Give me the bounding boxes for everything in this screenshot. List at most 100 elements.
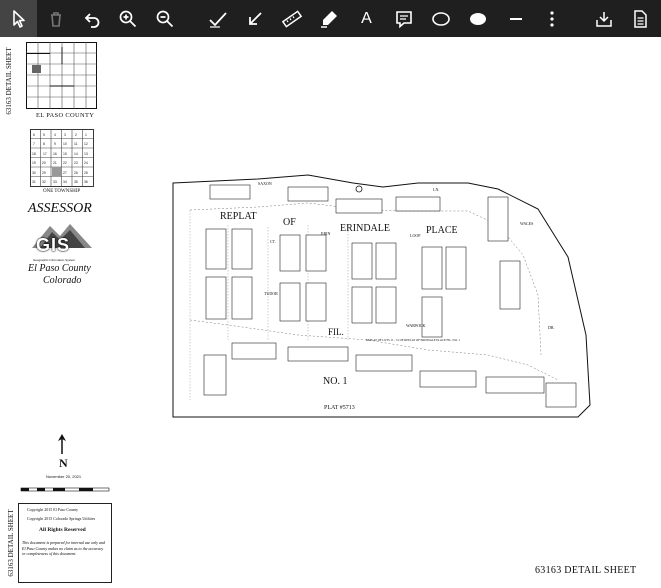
svg-text:30: 30	[32, 171, 36, 175]
ellipse-tool-button[interactable]	[422, 0, 459, 37]
replat-note: REPLAT OF LOTS 11 - 31 OF REPLAT OF ERIN…	[366, 338, 460, 342]
assessor-title: ASSESSOR	[28, 201, 92, 216]
state-name: Colorado	[43, 275, 82, 286]
undo-button[interactable]	[73, 0, 110, 37]
svg-text:31: 31	[32, 180, 36, 184]
annotation-toolbar: A	[0, 0, 661, 37]
export-button[interactable]	[585, 0, 622, 37]
benchmark-icon	[355, 185, 363, 193]
ellipse-filled-icon	[469, 12, 486, 25]
street-ct: CT.	[270, 239, 276, 244]
plat-title-word-2: OF	[283, 217, 296, 228]
svg-text:36: 36	[84, 180, 88, 184]
plat-title-word-4: PLACE	[426, 225, 458, 236]
line-tool-button[interactable]	[497, 0, 534, 37]
gis-logo-text: GIS	[36, 235, 71, 255]
number-label: NO. 1	[323, 376, 347, 387]
svg-text:4: 4	[54, 133, 56, 137]
side-label-top: 63163 DETAIL SHEET	[5, 47, 13, 115]
copyright-box: Copyright 2015 El Paso County Copyright …	[18, 503, 112, 583]
filled-ellipse-tool-button[interactable]	[459, 0, 496, 37]
footer-sheet-label: 63163 DETAIL SHEET	[535, 565, 637, 576]
cursor-icon	[12, 9, 25, 28]
select-tool-button[interactable]	[0, 0, 37, 37]
trash-icon	[50, 11, 61, 27]
section-index-grid	[26, 42, 97, 109]
county-name: El Paso County	[28, 263, 91, 274]
svg-text:22: 22	[63, 161, 67, 165]
svg-text:15: 15	[63, 152, 67, 156]
more-options-button[interactable]	[533, 0, 570, 37]
svg-text:14: 14	[74, 152, 78, 156]
highlight-tool-button[interactable]	[310, 0, 347, 37]
svg-text:23: 23	[74, 161, 78, 165]
svg-text:16: 16	[53, 152, 57, 156]
scale-bar	[20, 487, 110, 492]
street-saxon: SAXON	[258, 181, 272, 186]
svg-text:25: 25	[84, 171, 88, 175]
checkmark-tool-button[interactable]	[199, 0, 236, 37]
svg-text:26: 26	[74, 171, 78, 175]
svg-text:5: 5	[43, 133, 45, 137]
map-date: November 20, 2021	[46, 474, 82, 479]
svg-text:2: 2	[75, 133, 77, 137]
gis-logo-icon	[32, 224, 92, 248]
plat-number: PLAT #5713	[324, 405, 355, 411]
street-ln: LN.	[433, 187, 439, 192]
street-erin: ERIN	[321, 231, 330, 236]
zoom-in-icon	[119, 10, 136, 27]
svg-text:10: 10	[63, 142, 67, 146]
plat-title-word-3: ERINDALE	[340, 223, 390, 234]
zoom-in-button[interactable]	[109, 0, 146, 37]
county-label: EL PASO COUNTY	[36, 112, 95, 119]
measure-tool-button[interactable]	[273, 0, 310, 37]
svg-text:6: 6	[33, 133, 35, 137]
north-label: N	[59, 456, 68, 470]
north-arrow-icon	[58, 434, 66, 454]
zoom-out-button[interactable]	[146, 0, 183, 37]
undo-icon	[84, 12, 99, 28]
street-dr: DR.	[548, 325, 555, 330]
comment-icon	[395, 10, 412, 28]
rights-reserved: All Rights Reserved	[39, 527, 86, 533]
svg-text:11: 11	[74, 142, 78, 146]
svg-text:29: 29	[42, 171, 46, 175]
plat-title-word-1: REPLAT	[220, 211, 257, 222]
svg-text:17: 17	[43, 152, 47, 156]
ruler-icon	[281, 9, 302, 28]
filing-label: FIL.	[328, 327, 344, 337]
download-icon	[595, 11, 612, 27]
svg-text:24: 24	[84, 161, 88, 165]
copyright-1: Copyright 2015 El Paso County	[27, 507, 79, 512]
ellipse-outline-icon	[431, 11, 450, 26]
svg-text:35: 35	[74, 180, 78, 184]
checkmark-icon	[208, 11, 227, 28]
comment-tool-button[interactable]	[385, 0, 422, 37]
svg-text:7: 7	[33, 142, 35, 146]
svg-text:33: 33	[53, 180, 57, 184]
svg-text:3: 3	[64, 133, 66, 137]
svg-text:34: 34	[63, 180, 67, 184]
delete-button[interactable]	[37, 0, 74, 37]
arrow-tool-button[interactable]	[236, 0, 273, 37]
svg-text:1: 1	[85, 133, 87, 137]
gis-subtitle: Geographic Information System	[33, 258, 76, 262]
street-tudor: TUDOR	[264, 291, 278, 296]
svg-text:18: 18	[32, 152, 36, 156]
text-tool-button[interactable]: A	[348, 0, 385, 37]
svg-text:9: 9	[54, 142, 56, 146]
more-vertical-icon	[549, 10, 554, 27]
side-label-bottom: 63163 DETAIL SHEET	[7, 509, 15, 577]
disclaimer: This document is prepared for internal u…	[22, 540, 106, 556]
street-loop: LOOP	[410, 233, 421, 238]
document-button[interactable]	[621, 0, 658, 37]
line-icon	[509, 17, 522, 20]
document-icon	[633, 9, 647, 28]
svg-text:12: 12	[84, 142, 88, 146]
highlighter-icon	[320, 10, 337, 28]
svg-text:19: 19	[32, 161, 36, 165]
svg-text:21: 21	[53, 161, 57, 165]
plat-map: REPLAT OF ERINDALE PLACE FIL. NO. 1 PLAT…	[172, 174, 591, 418]
